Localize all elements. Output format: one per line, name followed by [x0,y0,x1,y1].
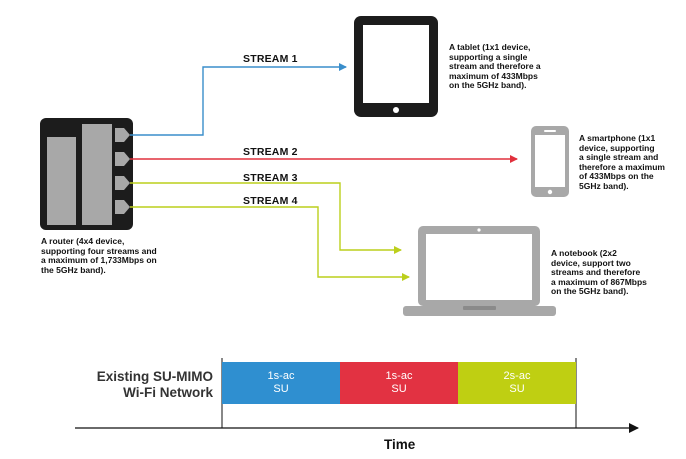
smartphone-icon [531,126,569,197]
timeline-segment-3: 2s-ac SU [458,362,576,404]
notebook-icon [403,226,556,316]
stream-4-line [130,206,410,281]
stream-3-label: STREAM 3 [243,172,298,184]
router-caption: A router (4x4 device, supporting four st… [41,236,157,275]
notebook-caption: A notebook (2x2 device, support two stre… [551,248,647,297]
stream-4-label: STREAM 4 [243,195,298,207]
router-icon [40,118,133,230]
network-title: Existing SU-MIMO Wi-Fi Network [96,369,213,400]
tablet-icon [354,16,438,117]
stream-3-line [130,182,402,254]
smartphone-caption: A smartphone (1x1 device, supporting a s… [579,133,665,191]
tablet-caption: A tablet (1x1 device, supporting a singl… [449,42,541,91]
stream-1-label: STREAM 1 [243,53,298,65]
timeline-segment-1: 1s-ac SU [222,362,340,404]
stream-1-line [130,63,347,136]
time-axis-label: Time [384,437,416,452]
timeline-segment-2: 1s-ac SU [340,362,458,404]
stream-2-label: STREAM 2 [243,146,298,158]
